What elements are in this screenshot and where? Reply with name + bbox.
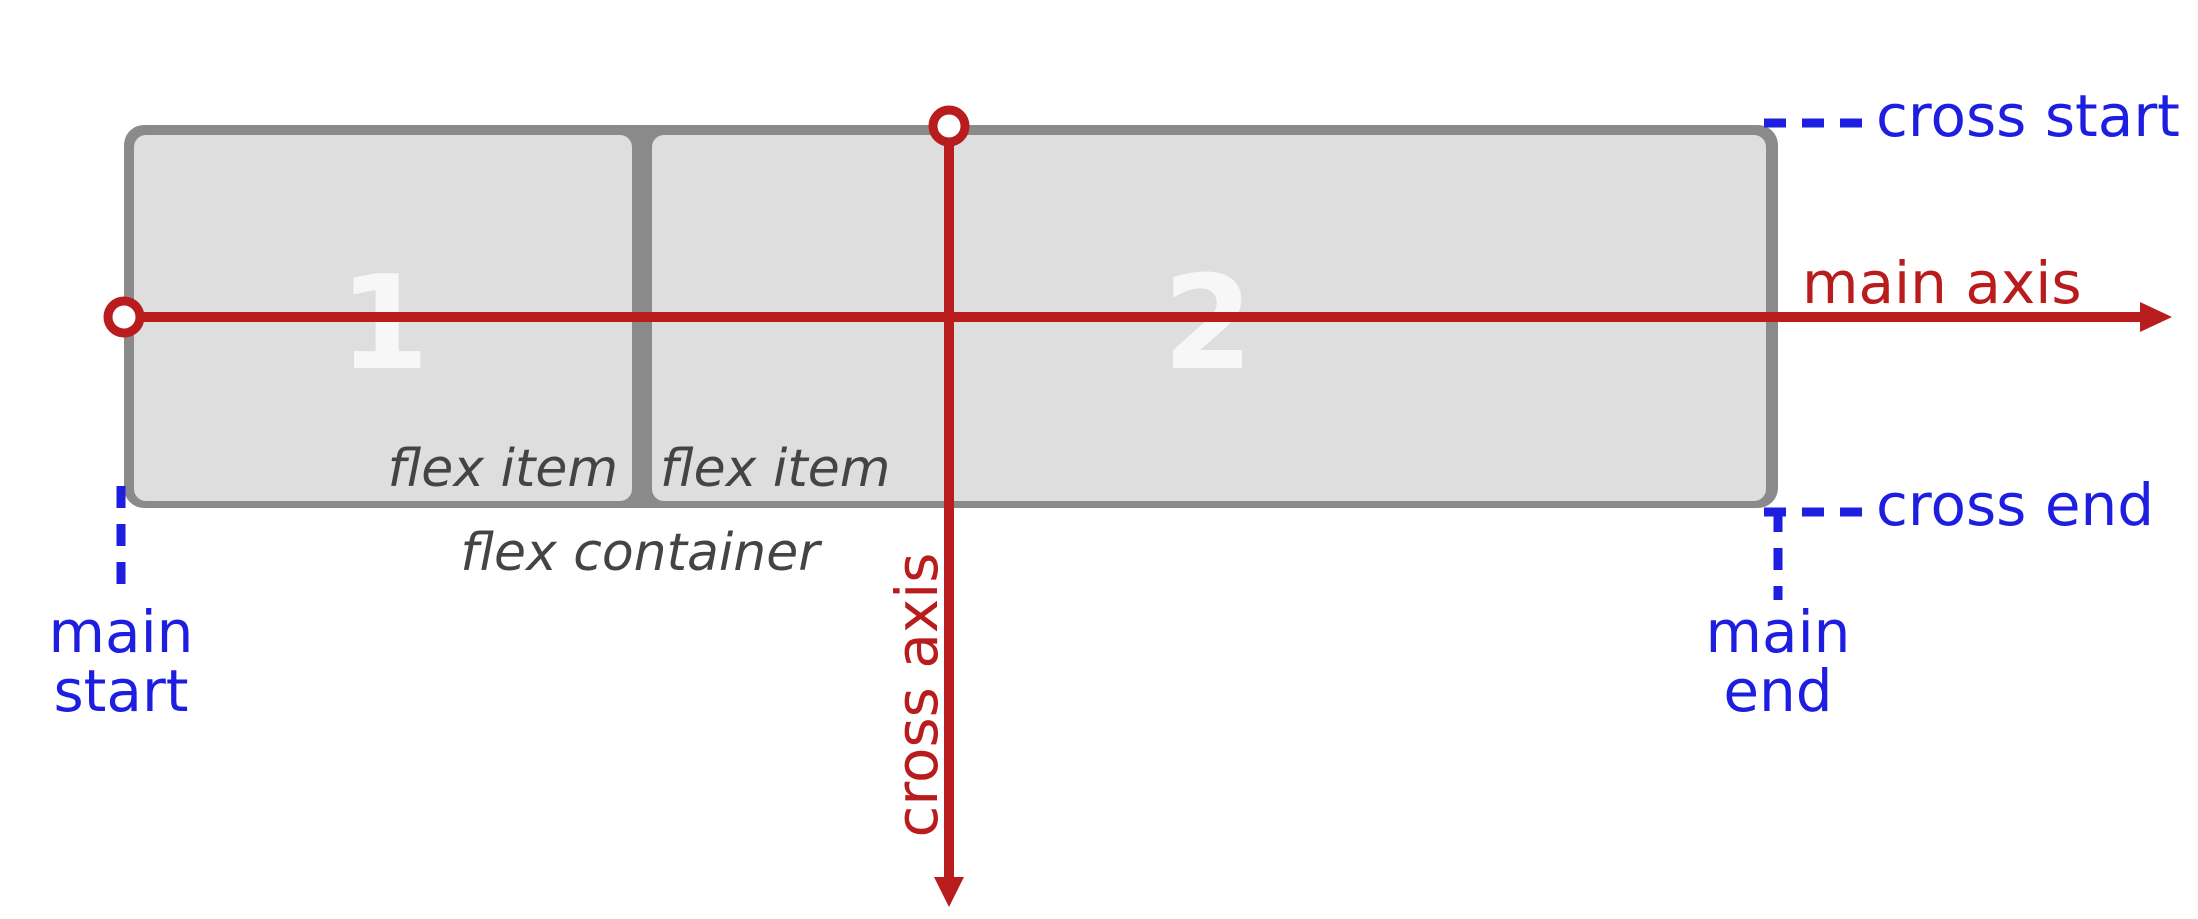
flex-item-2-label: flex item (660, 439, 890, 499)
cross-axis-start-marker (928, 105, 970, 147)
main-start-label-line2: start (53, 657, 188, 725)
flex-item-1-label: flex item (388, 439, 618, 499)
cross-axis-label: cross axis (883, 552, 951, 837)
cross-axis (928, 105, 970, 907)
main-axis-start-marker (103, 296, 145, 338)
main-start-label-line1: main (49, 598, 194, 666)
main-axis-arrowhead (2140, 302, 2172, 332)
cross-start-label: cross start (1876, 82, 2180, 150)
main-axis-label: main axis (1802, 249, 2082, 317)
flex-item-1-number: 1 (339, 247, 429, 399)
main-end-label-line1: main (1706, 598, 1851, 666)
main-edge-lines (116, 486, 1783, 600)
cross-end-label: cross end (1876, 471, 2154, 539)
main-axis (103, 296, 2172, 338)
flex-item-2-number: 2 (1163, 247, 1253, 399)
cross-axis-arrowhead (934, 877, 964, 907)
main-end-label-line2: end (1723, 657, 1832, 725)
flex-container-label: flex container (460, 523, 823, 583)
